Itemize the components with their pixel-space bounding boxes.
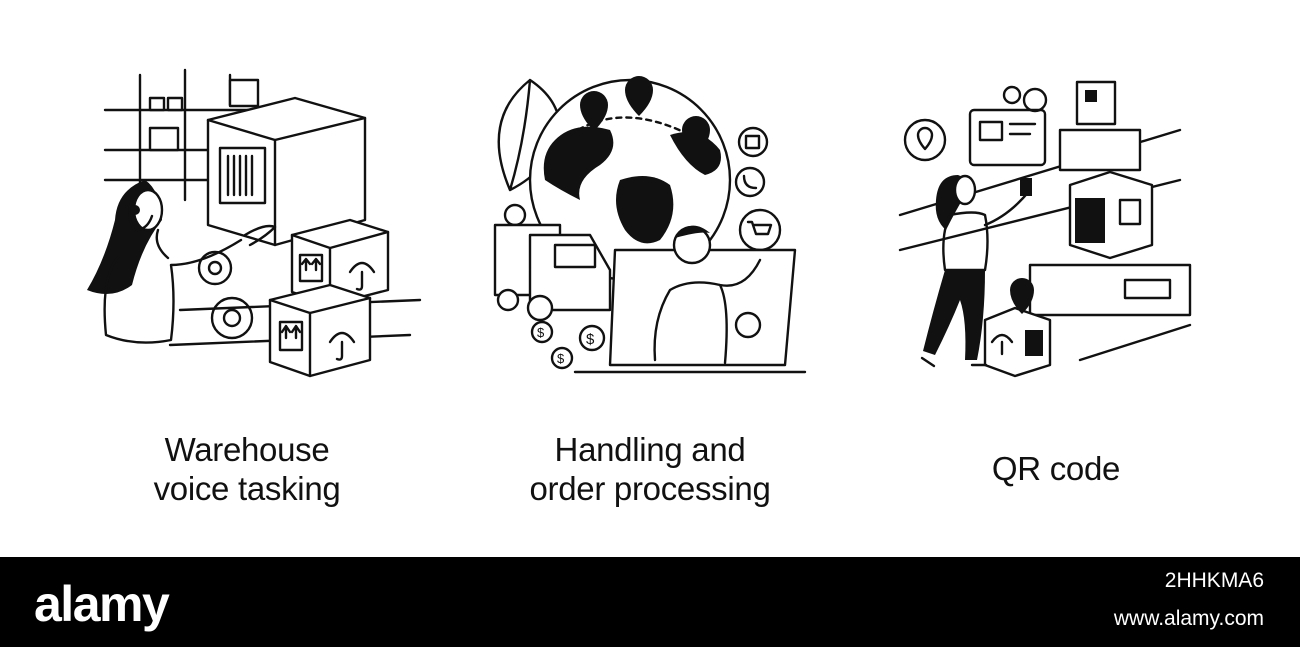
warehouse-illustration	[87, 68, 422, 378]
illustration-warehouse-voice-tasking	[80, 60, 440, 390]
site-url: www.alamy.com	[1113, 607, 1264, 630]
caption-qr-code: QR code	[906, 449, 1206, 488]
svg-text:$: $	[537, 325, 545, 340]
watermark-footer: alamy 2HHKMA6 www.alamy.com	[0, 557, 1300, 647]
image-id: 2HHKMA6	[1164, 569, 1264, 592]
caption-order-processing: Handling and order processing	[500, 430, 800, 508]
caption-line-2: voice tasking	[153, 470, 341, 507]
brand-logo: alamy	[34, 576, 170, 632]
order-processing-illustration: $ $ $	[493, 76, 807, 374]
caption-line-1: QR code	[991, 450, 1121, 487]
caption-line-1: Handling and	[554, 431, 746, 468]
caption-warehouse-voice-tasking: Warehouse voice tasking	[97, 430, 397, 508]
illustration-order-processing: $ $ $	[470, 60, 830, 390]
caption-line-2: order processing	[529, 470, 771, 507]
illustration-qr-code	[880, 60, 1240, 390]
svg-text:$: $	[586, 331, 595, 348]
qr-code-illustration	[898, 80, 1192, 378]
svg-text:$: $	[557, 351, 565, 366]
caption-line-1: Warehouse	[164, 431, 330, 468]
